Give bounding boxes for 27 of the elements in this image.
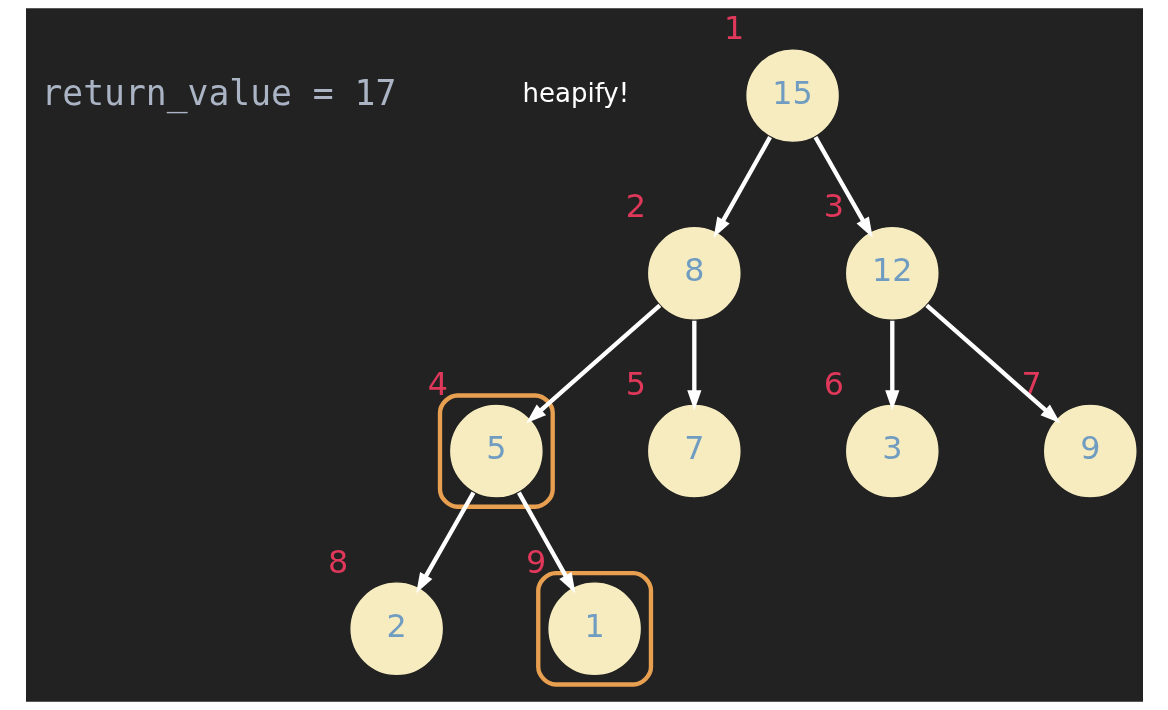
node-label: 8 <box>327 542 348 580</box>
node-label: 3 <box>823 187 844 225</box>
node-circle: 1 <box>546 581 642 677</box>
arrow <box>686 320 701 411</box>
node-circle: 8 <box>646 225 742 322</box>
label: heapify! <box>522 77 629 108</box>
node-circle: 2 <box>348 581 444 677</box>
node-label: 1 <box>723 9 744 47</box>
arrow <box>924 303 1060 424</box>
node-circle: 15 <box>744 47 840 144</box>
node-circle: 7 <box>646 403 742 499</box>
arrow <box>884 320 899 411</box>
cluster <box>437 393 555 509</box>
node-label: 6 <box>823 364 844 402</box>
node-circle: 3 <box>844 403 940 499</box>
node-label: 9 <box>525 542 546 580</box>
node-label: 7 <box>1021 364 1042 402</box>
arrow <box>415 491 475 594</box>
node-circle: 12 <box>844 225 940 322</box>
node-label: 4 <box>427 364 448 402</box>
arrow <box>525 303 661 424</box>
node-label: 5 <box>625 364 646 402</box>
arrow <box>813 136 873 238</box>
label: return_value = 17 <box>40 72 396 113</box>
arrow <box>713 136 772 238</box>
arrow <box>516 491 575 594</box>
node-label: 2 <box>625 187 646 225</box>
